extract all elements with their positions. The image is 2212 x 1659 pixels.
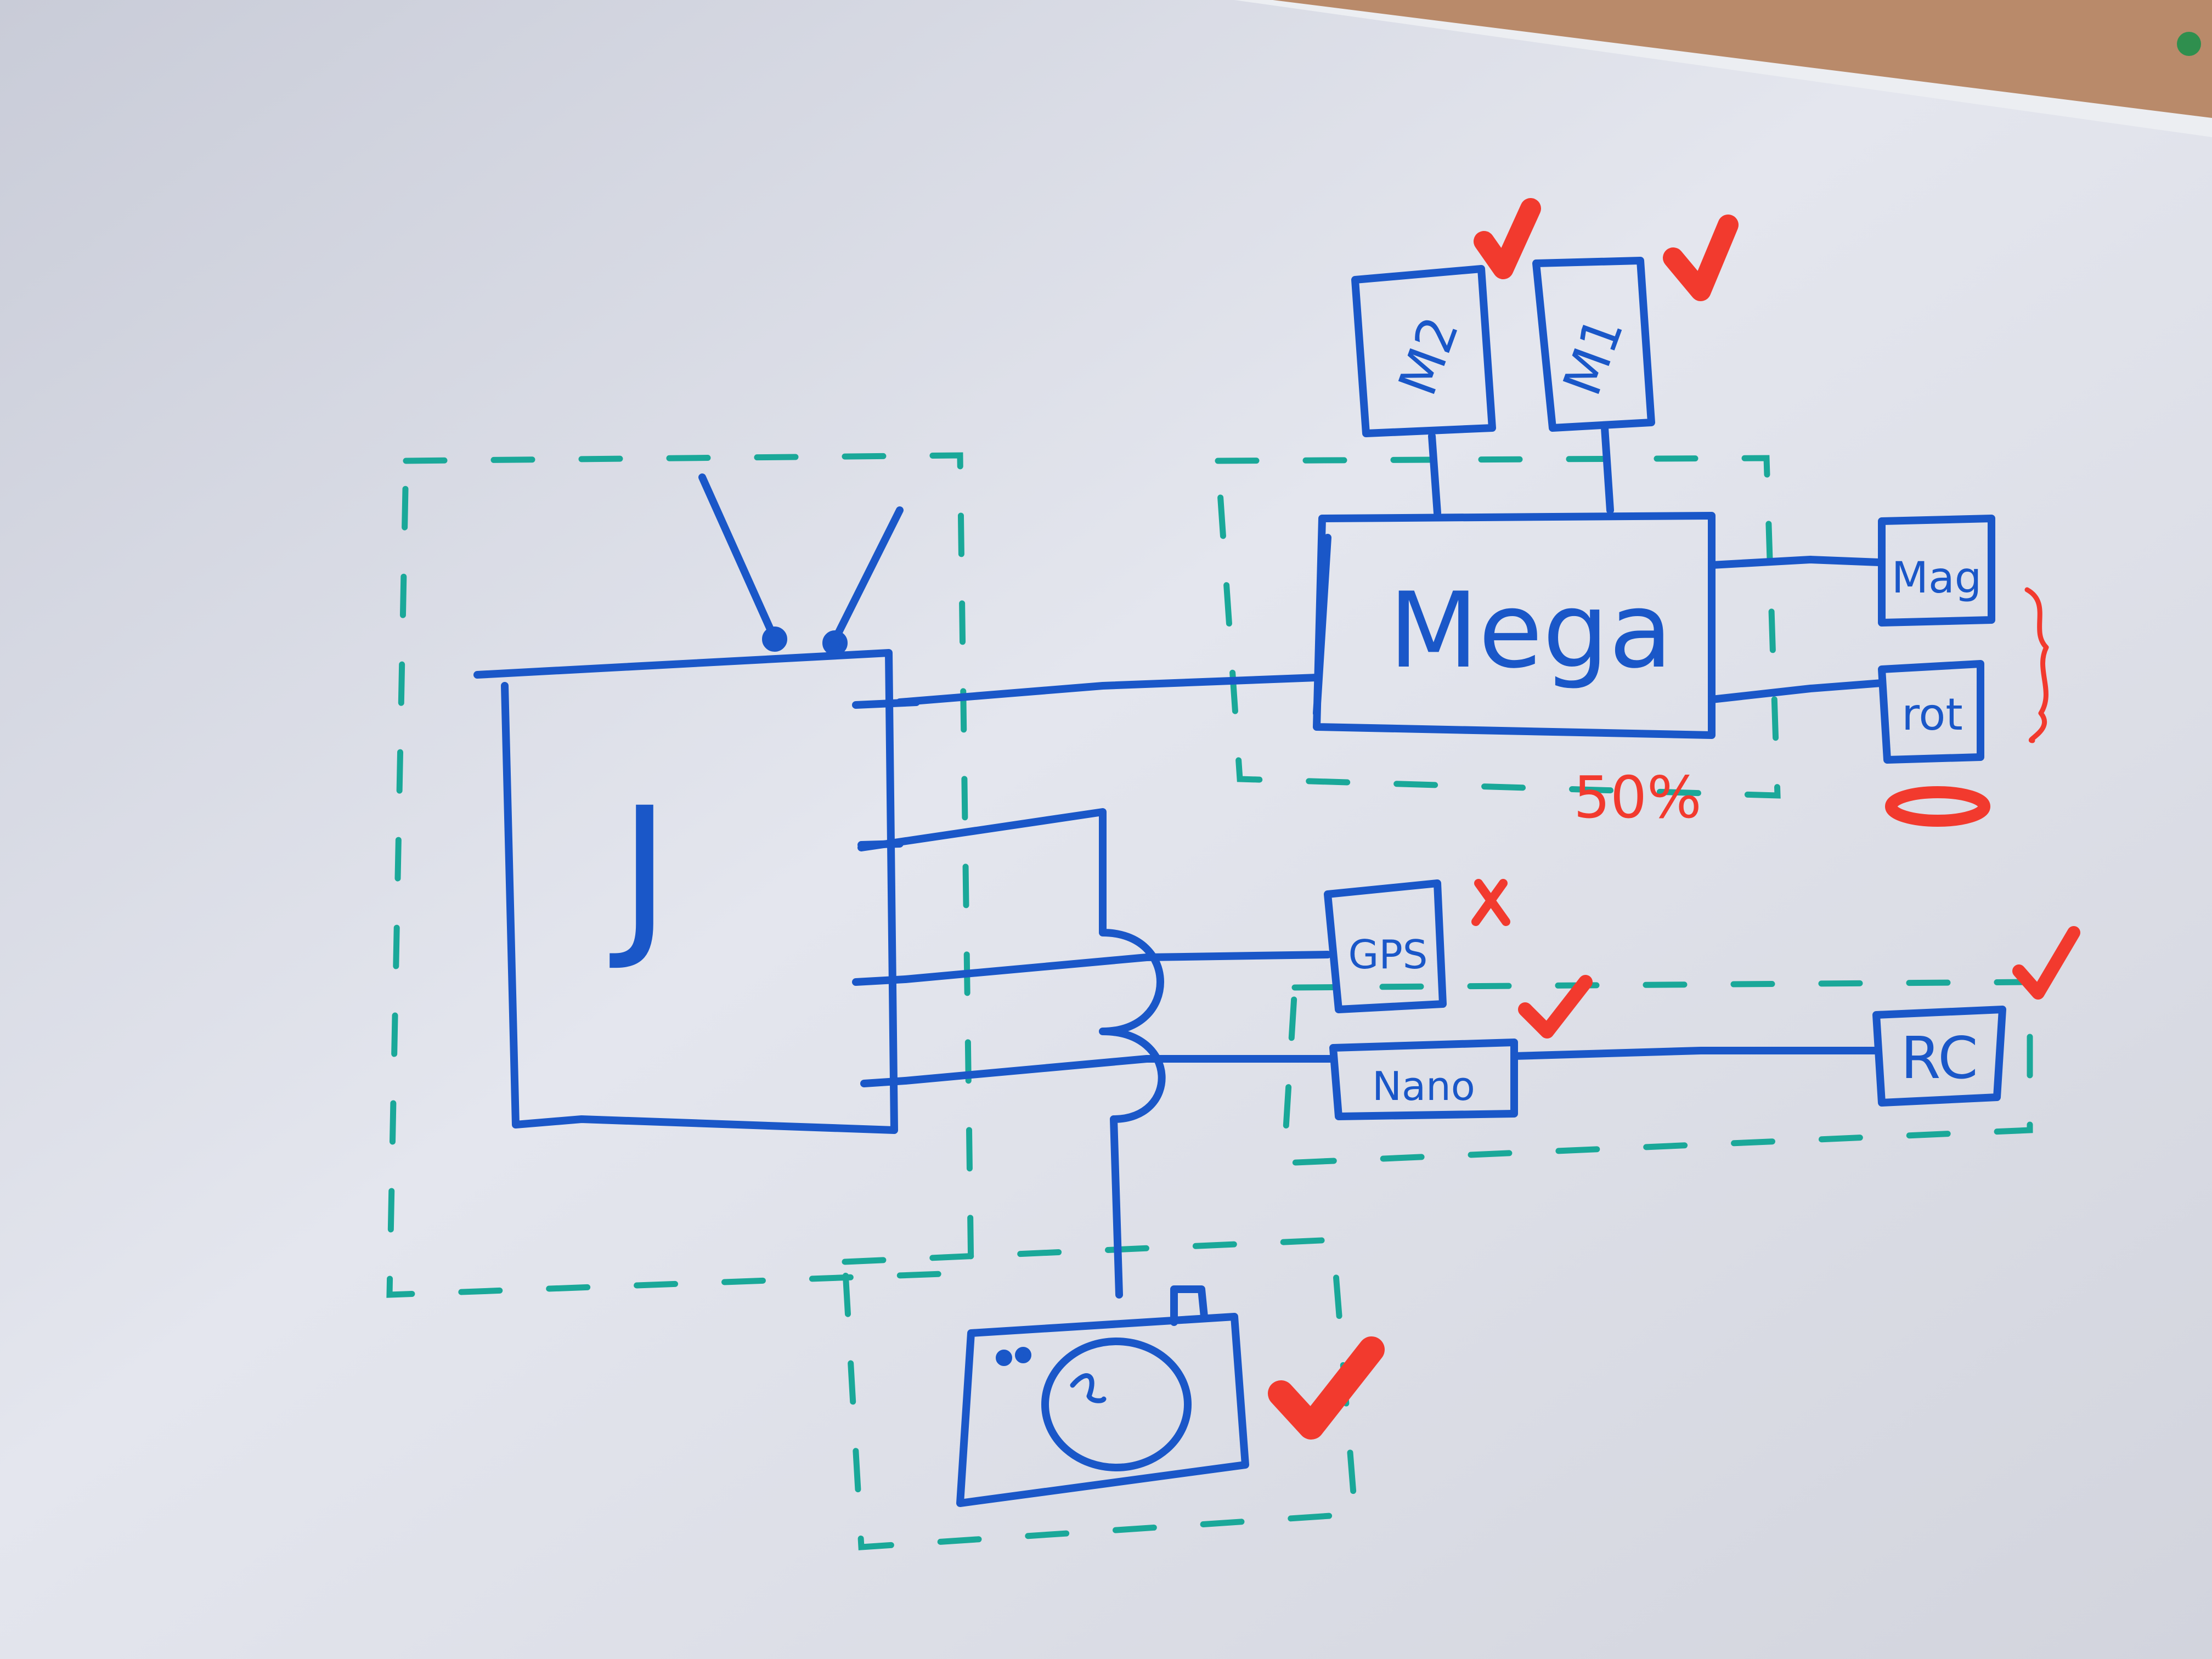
jetson-dashed-region bbox=[386, 452, 974, 1298]
gps-box bbox=[1324, 879, 1447, 1013]
m1-box bbox=[1532, 257, 1655, 432]
check-icon bbox=[2012, 926, 2080, 1000]
nano-label: Nano bbox=[1372, 1063, 1475, 1109]
wire-jetson-nano bbox=[901, 1055, 1337, 1085]
m2-box bbox=[1351, 265, 1496, 437]
wire-m1-mega bbox=[1601, 424, 1614, 514]
rot-box bbox=[1878, 660, 1984, 764]
bus-wire bbox=[857, 808, 1166, 1299]
rc-label: RC bbox=[1900, 1025, 1978, 1092]
jetson-port-3 bbox=[852, 975, 909, 986]
camera-dashed-region bbox=[842, 1237, 1358, 1550]
camera-icon bbox=[956, 1285, 1249, 1507]
rot-label: rot bbox=[1901, 689, 1962, 740]
brace-mark bbox=[2024, 587, 2049, 743]
mega-box bbox=[1313, 512, 1716, 739]
gps-label: GPS bbox=[1348, 932, 1428, 978]
board-frame-rail bbox=[1234, 0, 2212, 137]
wire-m2-mega bbox=[1428, 432, 1441, 517]
check-icon bbox=[1268, 1336, 1385, 1440]
status-ellipse bbox=[1885, 786, 1990, 827]
mag-label: Mag bbox=[1892, 554, 1982, 603]
wire-nano-rc bbox=[1510, 1047, 1880, 1060]
rc-box bbox=[1872, 1006, 2006, 1107]
wire-jetson-gps bbox=[901, 951, 1331, 983]
mag-box bbox=[1878, 515, 1995, 627]
check-icon bbox=[1474, 198, 1541, 279]
nano-dashed-region bbox=[1280, 979, 2033, 1166]
mega-label: Mega bbox=[1389, 570, 1673, 691]
check-icon bbox=[1663, 215, 1739, 301]
push-pin-icon bbox=[2177, 32, 2201, 56]
cross-icon bbox=[1471, 879, 1510, 926]
antenna-icon bbox=[698, 473, 904, 656]
jetson-box bbox=[473, 649, 898, 1134]
jetson-label: J bbox=[608, 770, 670, 974]
mega-dashed-region bbox=[1215, 455, 1781, 799]
wire-mega-mag bbox=[1708, 556, 1883, 569]
wire-mega-rot bbox=[1708, 679, 1886, 703]
check-icon bbox=[1518, 975, 1593, 1039]
jetson-port-4 bbox=[860, 1077, 909, 1087]
wire-jetson-mega bbox=[896, 674, 1321, 706]
progress-label: 50% bbox=[1573, 764, 1701, 831]
nano-box bbox=[1329, 1039, 1518, 1120]
